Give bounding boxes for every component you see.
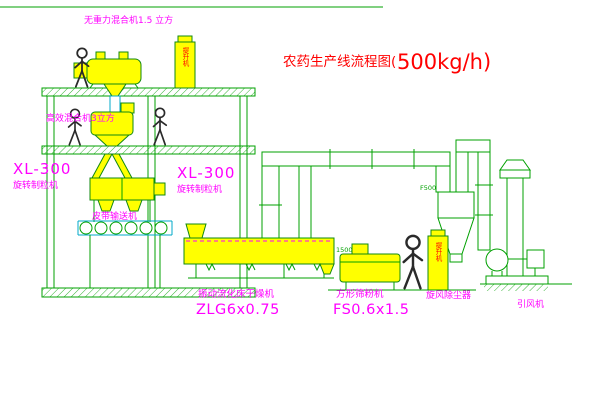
label-sieve-model: FS0.6x1.5 (333, 302, 410, 318)
elevator-top-body (174, 41, 196, 89)
granulator (89, 177, 166, 222)
y-chute-left (91, 153, 113, 179)
fan-downpipe (477, 151, 491, 251)
conveyor-roller (79, 221, 93, 235)
column-left (46, 95, 55, 289)
dryer-outlet-spout (319, 263, 335, 275)
ground-hatch (41, 287, 256, 298)
cyclone-separator (437, 139, 493, 263)
conveyor-roller (109, 221, 123, 235)
label-granulator-right-model: XL-300 (177, 164, 235, 182)
y-chute-right (111, 153, 133, 179)
cyclone-inlet-elbow (435, 165, 451, 193)
fan-base (485, 275, 549, 285)
conveyor-roller (94, 221, 108, 235)
cyclone-barrel (437, 191, 475, 219)
drawing-title-rate: 500kg/h) (397, 50, 491, 74)
high-efficiency-mixer (90, 102, 135, 179)
exhaust-stack (499, 159, 531, 277)
stack-pipe (506, 177, 524, 277)
label-dryer-name: 振动流化床干燥机 (198, 288, 275, 300)
floor-slab-2 (41, 145, 256, 155)
stack-rain-cap (499, 159, 531, 171)
label-granulator-left-model: XL-300 (13, 160, 71, 178)
sieve-body (339, 253, 401, 283)
person-figure-4 (402, 234, 424, 290)
label-sieve-name: 方形筛粉机 (336, 288, 384, 300)
label-cyclone: 旋风除尘器 (426, 289, 471, 301)
elevator-top-label: 提升机 (181, 46, 189, 68)
fan-motor-icon (526, 249, 545, 269)
granulator-motor-icon (153, 182, 166, 196)
horizontal-duct (261, 151, 451, 167)
belt-conveyor (77, 220, 173, 288)
label-granulator-right-name: 旋转制粒机 (177, 183, 222, 195)
floor-slab-1 (41, 87, 256, 97)
label-conveyor: 皮带输送机 (92, 210, 137, 222)
label-mixer-mid: 高效混合机3立方 (46, 112, 115, 124)
label-dryer-model: ZLG6x0.75 (196, 302, 280, 318)
annotation-duct-size: F500 (420, 184, 436, 192)
elevator-bottom-label: 提升机 (434, 241, 442, 263)
fluid-bed-dryer (183, 223, 335, 279)
dryer-body (183, 237, 335, 265)
bucket-elevator-top: 提升机 (174, 35, 196, 89)
drawing-title-prefix: 农药生产线流程图( (283, 54, 396, 70)
square-sieve (339, 243, 401, 290)
conveyor-roller (139, 221, 153, 235)
bucket-elevator-bottom: 提升机 (427, 229, 449, 291)
label-granulator-left-name: 旋转制粒机 (13, 179, 58, 191)
mixer-body (86, 58, 142, 85)
down-chute (109, 95, 121, 113)
label-fan: 引风机 (517, 298, 544, 310)
conveyor-roller (124, 221, 138, 235)
exhaust-duct (259, 149, 451, 239)
annotation-sieve-dim: 1500 (336, 246, 353, 254)
labels: 无重力混合机1.5 立方 高效混合机3立方 XL-300 旋转制粒机 XL-30… (13, 14, 544, 318)
fan-housing (485, 248, 509, 272)
induced-draft-fan (480, 248, 572, 291)
conveyor-roller (154, 221, 168, 235)
label-mixer-top: 无重力混合机1.5 立方 (84, 14, 173, 26)
